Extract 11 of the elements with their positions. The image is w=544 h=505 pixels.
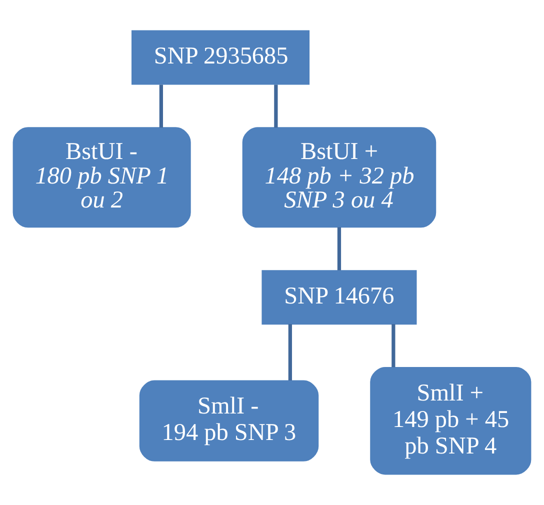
connector (392, 324, 396, 368)
node-box: SmlI - 194 pb SNP 3 (139, 380, 319, 462)
node-box: SNP 14676 (262, 270, 417, 325)
node-box: SmlI + 149 pb + 45 pb SNP 4 (370, 366, 532, 475)
connector (274, 84, 278, 128)
node-box: SNP 2935685 (132, 30, 310, 85)
connector (159, 84, 163, 128)
connector (288, 324, 292, 380)
node-box: BstUI - 180 pb SNP 1 ou 2 (12, 127, 191, 228)
connector (337, 227, 342, 270)
node-box: BstUI + 148 pb + 32 pb SNP 3 ou 4 (242, 127, 436, 228)
